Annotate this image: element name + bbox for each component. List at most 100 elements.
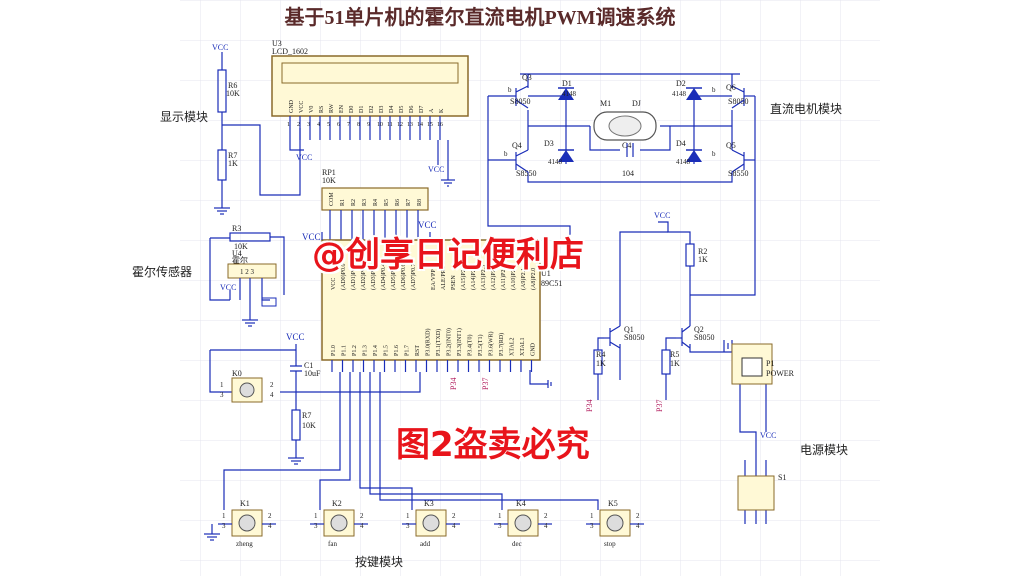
r3-label: R3 — [232, 224, 241, 233]
u4-name: 霍尔 — [232, 255, 248, 265]
mcu-pin-bottom: GND — [531, 342, 537, 356]
lcd-module: U3 LCD_1602 GND1VCC2V03RS4RW5EN6D07D18D2… — [271, 39, 469, 140]
d4-value: 4148 — [676, 158, 691, 166]
mcu-pin-left: (AD4)P0.4 — [380, 264, 387, 291]
key-pin-4: 4 — [452, 522, 456, 530]
mcu-89c51: U1 89C51 VCC(AD0)P0.0(AD1)P0.1(AD2)P0.2(… — [321, 239, 562, 372]
reset-block: VCC C1 10uF K0 1 3 2 4 R7 10K — [209, 332, 421, 465]
d2-value: 4148 — [672, 90, 687, 98]
transistor-q2 — [676, 325, 691, 349]
resistor-r7-display — [217, 149, 227, 181]
ground-symbol-display — [214, 207, 230, 215]
vcc-label-r6: VCC — [212, 43, 228, 52]
q3-base: b — [508, 86, 512, 94]
lcd-pin-number: 1 — [287, 122, 290, 128]
mcu-pin-left: (AD7)P0.7 — [410, 264, 417, 291]
rp1-label: RP1 — [322, 168, 336, 177]
key-ref: K4 — [516, 499, 526, 508]
rp1-pin-name: R3 — [362, 199, 368, 206]
key-name: dec — [512, 540, 522, 548]
mcu-pin-bottom: RST — [415, 345, 421, 356]
power-switch-s1 — [737, 475, 775, 511]
lcd-pin-number: 13 — [407, 122, 413, 128]
resistor-r5 — [661, 349, 671, 375]
q6-type: S8050 — [728, 97, 748, 106]
rp1-pin-name: R6 — [395, 199, 401, 206]
vcc-label-mcu2: VCC — [418, 220, 437, 230]
key-pin-1: 1 — [406, 512, 410, 520]
mcu-pin-bottom: P3.3(INT1) — [456, 328, 463, 356]
d4-label: D4 — [676, 139, 686, 148]
keys-row: K1zheng1324K2fan1324K3add1324K4dec1324K5… — [218, 499, 644, 548]
mcu-pin-bottom: XTAL1 — [520, 337, 526, 356]
key-pin-2: 2 — [544, 512, 548, 520]
key-name: add — [420, 540, 431, 548]
mcu-pin-bottom: P3.4(T0) — [467, 335, 474, 357]
mcu-pin-right: (A12)P2.4 — [490, 265, 497, 290]
lcd-pin-name: A — [429, 108, 435, 113]
key-pin-2: 2 — [452, 512, 456, 520]
mcu-name: 89C51 — [541, 279, 562, 288]
q4-label: Q4 — [512, 141, 522, 150]
k0-pin2: 2 — [270, 381, 274, 389]
c4-label: C4 — [622, 141, 631, 150]
mcu-pin-left: (AD6)P0.6 — [400, 264, 407, 291]
mcu-body — [321, 239, 541, 361]
transistor-q4 — [510, 149, 529, 173]
diode-d2 — [686, 87, 702, 100]
lcd-pin-name: V0 — [309, 106, 315, 113]
mcu-pin-bottom: P3.2(INT0) — [446, 328, 453, 356]
s1-label: S1 — [778, 473, 786, 482]
rp1-pin-name: R1 — [340, 199, 346, 206]
key-pin-1: 1 — [590, 512, 594, 520]
q5-base: b — [712, 150, 716, 158]
watermark-bottom: 图2盗卖必究 — [396, 425, 590, 465]
lcd-pin-number: 12 — [397, 122, 403, 128]
key-pin-4: 4 — [636, 522, 640, 530]
key-button-cap — [330, 514, 348, 532]
key-name: stop — [604, 540, 616, 548]
mcu-pin-bottom: P1.6 — [394, 345, 400, 356]
d3-label: D3 — [544, 139, 554, 148]
key-pin-2: 2 — [636, 512, 640, 520]
reset-button-k0-cap — [239, 382, 255, 398]
lcd-pin-number: 8 — [357, 122, 360, 128]
section-hall-label: 霍尔传感器 — [132, 264, 192, 279]
net-p37-right: P37 — [655, 400, 664, 412]
lcd-pin-name: D7 — [419, 106, 425, 113]
u4-pin-numbers: 1 2 3 — [240, 268, 255, 276]
q4-base: b — [504, 150, 508, 158]
c1-label: C1 — [304, 361, 313, 370]
lcd-pin-name: D4 — [389, 106, 395, 113]
driver-block: VCC R2 1K — [585, 211, 795, 460]
key-pin-2: 2 — [268, 512, 272, 520]
r4-value: 1K — [596, 359, 606, 368]
key-button-body — [231, 509, 263, 537]
mcu-pin-left: (AD3)P0.3 — [370, 264, 377, 291]
lcd-pin-name: GND — [289, 99, 295, 113]
mcu-pin-left: (AD5)P0.5 — [390, 264, 397, 291]
resistor-r2 — [685, 243, 695, 267]
transistor-q1 — [604, 325, 621, 349]
mcu-pin-left: (AD0)P0.0 — [340, 264, 347, 291]
key-button-cap — [238, 514, 256, 532]
d1-label: D1 — [562, 79, 572, 88]
mcu-pin-bottom: P1.3 — [363, 345, 369, 356]
mcu-pin-right: (A9)P2.1 — [520, 268, 527, 290]
net-p34-bottom: P34 — [449, 378, 458, 390]
key-ref: K3 — [424, 499, 434, 508]
lcd-pin-name: VCC — [299, 101, 305, 113]
key-pin-1: 1 — [222, 512, 226, 520]
key-pin-4: 4 — [268, 522, 272, 530]
q5-label: Q5 — [726, 141, 736, 150]
rp1-pin-name: COM — [329, 192, 335, 206]
lcd-pin-number: 3 — [307, 122, 310, 128]
mcu-pin-right: EA/VPP — [431, 269, 437, 290]
lcd-pin-number: 7 — [347, 122, 350, 128]
lcd-pin-name: K — [439, 108, 445, 113]
rp1-pin-name: R5 — [384, 199, 390, 206]
lcd-pins: GND1VCC2V03RS4RW5EN6D07D18D29D310D411D51… — [287, 99, 445, 140]
lcd-pin-number: 11 — [387, 122, 393, 128]
